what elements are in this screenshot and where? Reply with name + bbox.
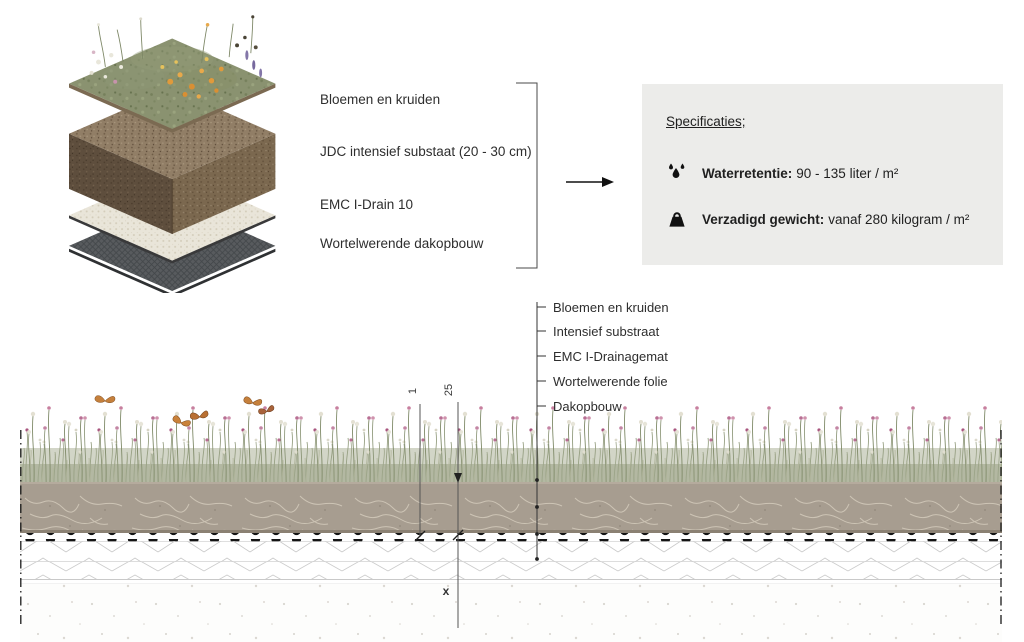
dimension-lines [414, 402, 464, 628]
spec-text-water-retention: Waterretentie:90 - 135 liter / m² [702, 166, 898, 181]
vegetation-layer-graphic [69, 15, 276, 133]
section-label-drainagemat: EMC I-Drainagemat [553, 349, 668, 364]
butterfly-icon [258, 405, 275, 415]
spec-label-weight: Verzadigd gewicht: [702, 211, 825, 227]
section-label-vegetation: Bloemen en kruiden [553, 300, 669, 315]
spec-label-water: Waterretentie: [702, 165, 793, 181]
exploded-label-vegetation: Bloemen en kruiden [320, 92, 441, 107]
spec-item-water-retention: Waterretentie:90 - 135 liter / m² [666, 162, 898, 184]
butterfly-icon [189, 410, 209, 420]
butterfly-icon [172, 415, 191, 427]
arrow-right-icon [566, 177, 614, 187]
dimension-substrate-thickness: 25 [443, 383, 455, 397]
exploded-layers-illustration [69, 15, 276, 293]
substrate-block-graphic [69, 88, 276, 235]
spec-value-weight: vanaf 280 kilogram / m² [828, 211, 970, 227]
vegetation-band [20, 386, 1002, 482]
exploded-label-drain: EMC I-Drain 10 [320, 197, 414, 212]
substrate-band [20, 482, 1002, 533]
butterfly-icon [243, 396, 263, 406]
dimension-deck-unknown: x [442, 584, 450, 598]
labels-bracket [516, 82, 538, 269]
section-label-roofdeck: Dakopbouw [553, 399, 622, 414]
specifications-panel: Specificaties; Waterretentie:90 - 135 li… [642, 84, 1003, 265]
spec-item-saturated-weight: Verzadigd gewicht:vanaf 280 kilogram / m… [666, 208, 969, 230]
weight-icon [669, 212, 685, 227]
section-label-substrate: Intensief substraat [553, 324, 660, 339]
section-leader-line [535, 302, 546, 561]
specifications-heading: Specificaties; [666, 114, 746, 129]
water-drops-icon [669, 163, 685, 179]
spec-text-saturated-weight: Verzadigd gewicht:vanaf 280 kilogram / m… [702, 212, 969, 227]
dimension-drain-thickness: 1 [407, 387, 419, 395]
roof-deck-speckle-band [20, 584, 1002, 642]
exploded-label-substrate: JDC intensief substaat (20 - 30 cm) [320, 144, 532, 159]
drainage-dots-band [20, 533, 1002, 542]
exploded-label-rootbarrier: Wortelwerende dakopbouw [320, 236, 484, 251]
butterfly-icon [94, 395, 116, 403]
cross-section-illustration [20, 386, 1002, 642]
section-label-rootfoil: Wortelwerende folie [553, 374, 668, 389]
spec-value-water: 90 - 135 liter / m² [796, 165, 899, 181]
